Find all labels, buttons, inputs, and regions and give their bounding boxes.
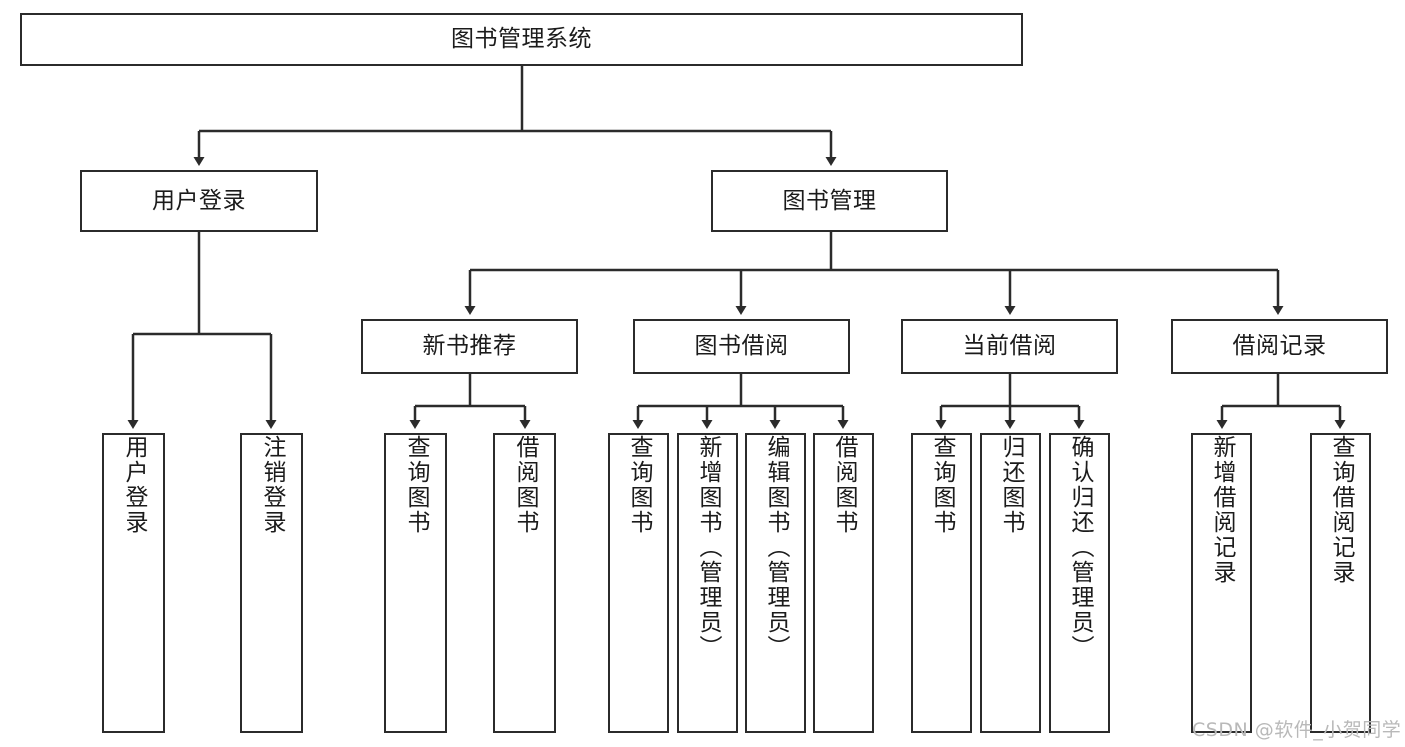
node-borrow-record[interactable]: 借阅记录 bbox=[1171, 319, 1388, 374]
leaf-edit-book[interactable]: 编辑图书（管理员） bbox=[745, 433, 806, 733]
node-label: 编辑图书（管理员） bbox=[763, 435, 789, 660]
leaf-add-book[interactable]: 新增图书（管理员） bbox=[677, 433, 738, 733]
leaf-logout-login[interactable]: 注销登录 bbox=[240, 433, 303, 733]
node-label: 查询图书 bbox=[403, 435, 429, 535]
csdn-watermark: CSDN @软件_小贺同学 bbox=[1192, 719, 1402, 741]
node-label: 借阅图书 bbox=[512, 435, 538, 535]
leaf-query-book-borrow[interactable]: 查询图书 bbox=[608, 433, 669, 733]
node-label: 归还图书 bbox=[998, 435, 1024, 535]
leaf-query-book-recommend[interactable]: 查询图书 bbox=[384, 433, 447, 733]
node-current-borrow[interactable]: 当前借阅 bbox=[901, 319, 1118, 374]
node-label: 查询借阅记录 bbox=[1328, 435, 1354, 585]
node-label: 用户登录 bbox=[121, 435, 147, 535]
node-new-book-recommend[interactable]: 新书推荐 bbox=[361, 319, 578, 374]
node-label: 图书管理 bbox=[782, 187, 877, 214]
node-label: 新增图书（管理员） bbox=[695, 435, 721, 660]
node-label: 借阅记录 bbox=[1232, 333, 1327, 360]
node-label: 注销登录 bbox=[259, 435, 285, 535]
leaf-return-book[interactable]: 归还图书 bbox=[980, 433, 1041, 733]
leaf-add-borrow-record[interactable]: 新增借阅记录 bbox=[1191, 433, 1252, 733]
node-user-login[interactable]: 用户登录 bbox=[80, 170, 318, 232]
node-label: 图书借阅 bbox=[694, 333, 789, 360]
node-book-borrow[interactable]: 图书借阅 bbox=[633, 319, 850, 374]
node-label: 当前借阅 bbox=[962, 333, 1057, 360]
node-label: 新增借阅记录 bbox=[1209, 435, 1235, 585]
node-label: 新书推荐 bbox=[422, 333, 517, 360]
node-label: 图书管理系统 bbox=[451, 26, 592, 53]
node-label: 确认归还（管理员） bbox=[1067, 435, 1093, 660]
node-label: 查询图书 bbox=[626, 435, 652, 535]
node-label: 查询图书 bbox=[929, 435, 955, 535]
leaf-borrow-book[interactable]: 借阅图书 bbox=[813, 433, 874, 733]
leaf-confirm-return[interactable]: 确认归还（管理员） bbox=[1049, 433, 1110, 733]
leaf-user-login[interactable]: 用户登录 bbox=[102, 433, 165, 733]
node-root-book-management-system[interactable]: 图书管理系统 bbox=[20, 13, 1023, 66]
leaf-borrow-book-recommend[interactable]: 借阅图书 bbox=[493, 433, 556, 733]
leaf-query-borrow-record[interactable]: 查询借阅记录 bbox=[1310, 433, 1371, 733]
leaf-query-book-current[interactable]: 查询图书 bbox=[911, 433, 972, 733]
node-label: 借阅图书 bbox=[831, 435, 857, 535]
node-book-management[interactable]: 图书管理 bbox=[711, 170, 948, 232]
node-label: 用户登录 bbox=[152, 187, 246, 214]
